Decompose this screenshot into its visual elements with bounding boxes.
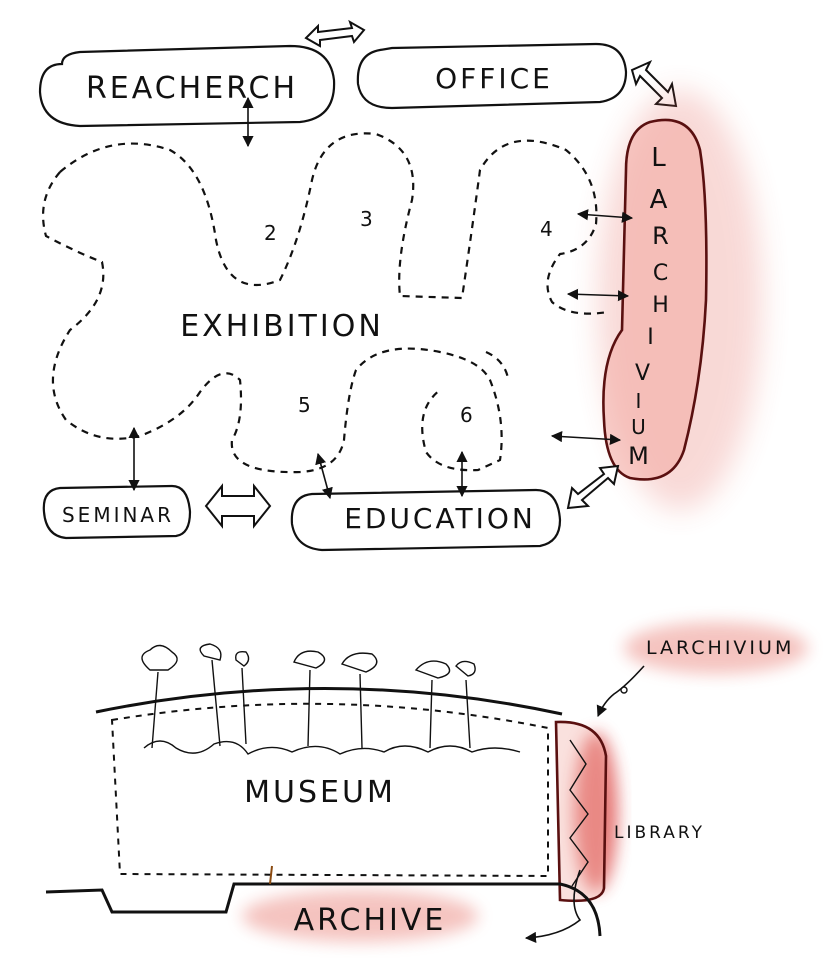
archive-letter: R bbox=[652, 222, 672, 250]
callout-dot bbox=[620, 686, 628, 694]
plan-diagram: REACHERCH OFFICE L A R C H I V bbox=[38, 19, 762, 552]
connection-arrows bbox=[128, 96, 634, 500]
gallery-number: 3 bbox=[360, 207, 376, 231]
gallery-number: 4 bbox=[540, 217, 556, 241]
office-room: OFFICE bbox=[356, 42, 628, 110]
archive-label: ARCHIVE bbox=[294, 903, 447, 938]
gallery-number: 5 bbox=[298, 393, 314, 417]
seminar-label: SEMINAR bbox=[62, 503, 174, 527]
callout-leader bbox=[596, 665, 645, 718]
double-arrow-icon bbox=[566, 464, 620, 510]
archive-letter: U bbox=[631, 415, 649, 439]
roof-line bbox=[95, 687, 563, 716]
archive-letter: M bbox=[628, 442, 652, 470]
archive-letter: I bbox=[636, 389, 645, 413]
double-arrow-icon bbox=[304, 19, 366, 48]
larchivium-vertical-letters: L A R C H I V I U M bbox=[628, 143, 672, 470]
section-diagram: MUSEUM LIBRARY LARCHIVIUM ARCHIVE bbox=[45, 622, 808, 943]
museum-label: MUSEUM bbox=[244, 775, 396, 810]
larchivium-label: LARCHIVIUM bbox=[646, 637, 794, 659]
ceiling-roots bbox=[143, 740, 521, 755]
archive-glow bbox=[242, 890, 478, 942]
access-arrow bbox=[524, 869, 582, 943]
education-room: EDUCATION bbox=[290, 488, 562, 552]
gallery-number: 6 bbox=[460, 403, 476, 427]
library-label: LIBRARY bbox=[614, 823, 705, 843]
exhibition-label: EXHIBITION bbox=[180, 309, 384, 344]
library-zigzag bbox=[569, 739, 589, 887]
archive-letter: A bbox=[650, 185, 671, 215]
archive-letter: H bbox=[652, 293, 672, 318]
exhibition-area bbox=[42, 132, 609, 474]
research-label: REACHERCH bbox=[86, 71, 298, 106]
gallery-number: 2 bbox=[264, 221, 280, 245]
entry-marker bbox=[269, 865, 273, 885]
education-label: EDUCATION bbox=[344, 502, 536, 535]
archive-letter: I bbox=[647, 325, 657, 350]
double-arrow-icon bbox=[204, 483, 272, 529]
archive-letter: L bbox=[651, 143, 669, 173]
library-wall bbox=[554, 720, 608, 903]
office-label: OFFICE bbox=[435, 62, 553, 95]
archive-letter: C bbox=[653, 261, 671, 286]
larchivium-glow bbox=[624, 622, 808, 674]
research-room: REACHERCH bbox=[38, 44, 336, 128]
seminar-room: SEMINAR bbox=[42, 484, 192, 540]
roof-trees bbox=[141, 643, 476, 749]
larchivium-tower: L A R C H I V I U M bbox=[598, 90, 762, 510]
archive-letter: V bbox=[635, 361, 653, 386]
